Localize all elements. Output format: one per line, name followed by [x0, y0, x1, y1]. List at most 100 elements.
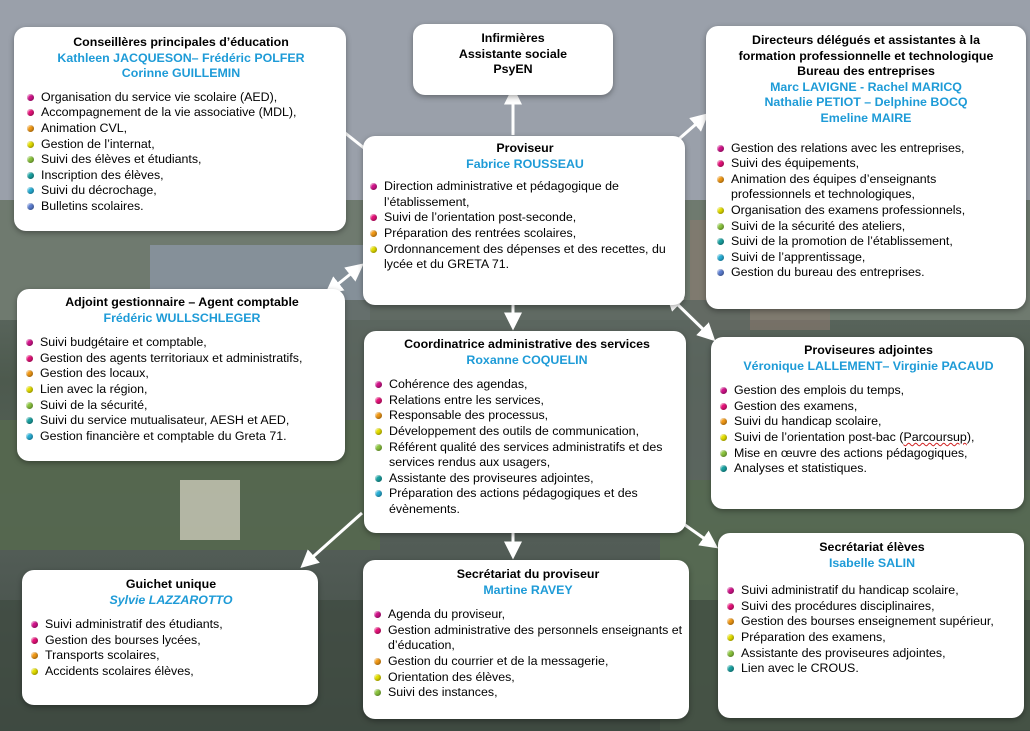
list-item: Préparation des rentrées scolaires,	[369, 226, 681, 242]
list-item: Agenda du proviseur,	[373, 607, 683, 623]
list-item: Gestion des locaux,	[25, 366, 339, 382]
bullet-icon	[26, 402, 33, 409]
bullet-icon	[370, 214, 377, 221]
bullet-icon	[26, 417, 33, 424]
list-item: Suivi des élèves et étudiants,	[26, 152, 336, 168]
bullet-icon	[727, 650, 734, 657]
list-item: Suivi du handicap scolaire,	[719, 414, 1018, 430]
bullet-icon	[727, 587, 734, 594]
list-item: Cohérence des agendas,	[374, 377, 680, 393]
bullet-icon	[717, 223, 724, 230]
bullet-icon	[26, 339, 33, 346]
list-item: Gestion des bourses lycées,	[30, 633, 312, 649]
card-proviseur-name: Fabrice ROUSSEAU	[369, 157, 681, 173]
bullet-icon	[727, 665, 734, 672]
list-item: Suivi de l’orientation post-bac (Parcour…	[719, 430, 1018, 446]
card-cpe: Conseillères principales d’éducation Kat…	[14, 27, 346, 231]
list-item: Préparation des examens,	[726, 630, 1018, 646]
list-item: Gestion du bureau des entreprises.	[716, 265, 1018, 281]
bullet-icon	[27, 94, 34, 101]
bullet-icon	[374, 611, 381, 618]
card-infirmieres-title-1: Infirmières	[413, 31, 613, 47]
list-item: Suivi de la promotion de l’établissement…	[716, 234, 1018, 250]
card-ddf: Directeurs délégués et assistantes à la …	[706, 26, 1026, 309]
bullet-icon	[27, 141, 34, 148]
list-item: Gestion de l’internat,	[26, 137, 336, 153]
bullet-icon	[717, 160, 724, 167]
card-secproviseur-header: Secrétariat du proviseur Martine RAVEY	[373, 567, 683, 598]
bullet-icon	[727, 634, 734, 641]
card-ddf-name-2: Nathalie PETIOT – Delphine BOCQ	[714, 95, 1018, 111]
bullet-icon	[26, 370, 33, 377]
bullet-icon	[375, 490, 382, 497]
card-seceleves: Secrétariat élèves Isabelle SALIN Suivi …	[718, 533, 1024, 718]
card-infirmieres-title-3: PsyEN	[413, 62, 613, 78]
bullet-icon	[720, 450, 727, 457]
list-item: Gestion des emplois du temps,	[719, 383, 1018, 399]
card-infirmieres-title-2: Assistante sociale	[413, 47, 613, 63]
card-guichet-title: Guichet unique	[30, 577, 312, 593]
list-item: Suivi du service mutualisateur, AESH et …	[25, 413, 339, 429]
bullet-icon	[375, 412, 382, 419]
card-coordinatrice-header: Coordinatrice administrative des service…	[374, 337, 680, 368]
bullet-icon	[717, 238, 724, 245]
card-secproviseur-title: Secrétariat du proviseur	[373, 567, 683, 583]
list-item: Référent qualité des services administra…	[374, 440, 680, 471]
card-seceleves-header: Secrétariat élèves Isabelle SALIN	[726, 540, 1018, 571]
list-item: Suivi de l’orientation post-seconde,	[369, 210, 681, 226]
list-item: Suivi des procédures disciplinaires,	[726, 599, 1018, 615]
card-adjointes: Proviseures adjointes Véronique LALLEMEN…	[711, 337, 1024, 509]
card-gestionnaire: Adjoint gestionnaire – Agent comptable F…	[17, 289, 345, 461]
card-proviseur: Proviseur Fabrice ROUSSEAU Direction adm…	[363, 136, 685, 305]
list-item: Accidents scolaires élèves,	[30, 664, 312, 680]
list-item: Accompagnement de la vie associative (MD…	[26, 105, 336, 121]
list-item: Gestion des examens,	[719, 399, 1018, 415]
list-item: Gestion administrative des personnels en…	[373, 623, 683, 654]
list-item: Assistante des proviseures adjointes,	[726, 646, 1018, 662]
bullet-icon	[370, 230, 377, 237]
card-secproviseur: Secrétariat du proviseur Martine RAVEY A…	[363, 560, 689, 719]
bullet-icon	[720, 418, 727, 425]
list-item: Lien avec la région,	[25, 382, 339, 398]
list-item: Animation CVL,	[26, 121, 336, 137]
card-seceleves-name: Isabelle SALIN	[726, 556, 1018, 572]
card-infirmieres-header: Infirmières Assistante sociale PsyEN	[413, 31, 613, 78]
list-item: Suivi de la sécurité,	[25, 398, 339, 414]
list-item: Inscription des élèves,	[26, 168, 336, 184]
card-guichet-name: Sylvie LAZZAROTTO	[30, 593, 312, 609]
card-cpe-title: Conseillères principales d’éducation	[26, 35, 336, 51]
bullet-icon	[717, 254, 724, 261]
bullet-icon	[375, 475, 382, 482]
card-coordinatrice: Coordinatrice administrative des service…	[364, 331, 686, 533]
card-adjointes-title: Proviseures adjointes	[719, 343, 1018, 359]
bullet-icon	[27, 109, 34, 116]
list-item: Suivi des équipements,	[716, 156, 1018, 172]
list-item: Organisation du service vie scolaire (AE…	[26, 90, 336, 106]
list-item: Ordonnancement des dépenses et des recet…	[369, 242, 681, 273]
list-item: Suivi de la sécurité des ateliers,	[716, 219, 1018, 235]
card-coordinatrice-title: Coordinatrice administrative des service…	[374, 337, 680, 353]
list-item: Direction administrative et pédagogique …	[369, 179, 681, 210]
bullet-icon	[720, 434, 727, 441]
card-guichet-header: Guichet unique Sylvie LAZZAROTTO	[30, 577, 312, 608]
card-coordinatrice-list: Cohérence des agendas,Relations entre le…	[374, 377, 680, 517]
card-guichet: Guichet unique Sylvie LAZZAROTTO Suivi a…	[22, 570, 318, 705]
card-seceleves-list: Suivi administratif du handicap scolaire…	[726, 583, 1018, 677]
bullet-icon	[720, 465, 727, 472]
list-item: Développement des outils de communicatio…	[374, 424, 680, 440]
parcoursup-text: Parcoursup	[903, 430, 966, 444]
card-ddf-list: Gestion des relations avec les entrepris…	[714, 141, 1018, 281]
bullet-icon	[717, 145, 724, 152]
bullet-icon	[370, 183, 377, 190]
card-ddf-title-1: Directeurs délégués et assistantes à la	[714, 33, 1018, 49]
list-item: Orientation des élèves,	[373, 670, 683, 686]
card-secproviseur-name: Martine RAVEY	[373, 583, 683, 599]
bullet-icon	[375, 381, 382, 388]
bullet-icon	[375, 428, 382, 435]
list-item: Analyses et statistiques.	[719, 461, 1018, 477]
card-secproviseur-list: Agenda du proviseur,Gestion administrati…	[373, 607, 683, 701]
card-adjointes-header: Proviseures adjointes Véronique LALLEMEN…	[719, 343, 1018, 374]
card-proviseur-title: Proviseur	[369, 141, 681, 157]
card-ddf-title-3: Bureau des entreprises	[714, 64, 1018, 80]
bullet-icon	[727, 603, 734, 610]
